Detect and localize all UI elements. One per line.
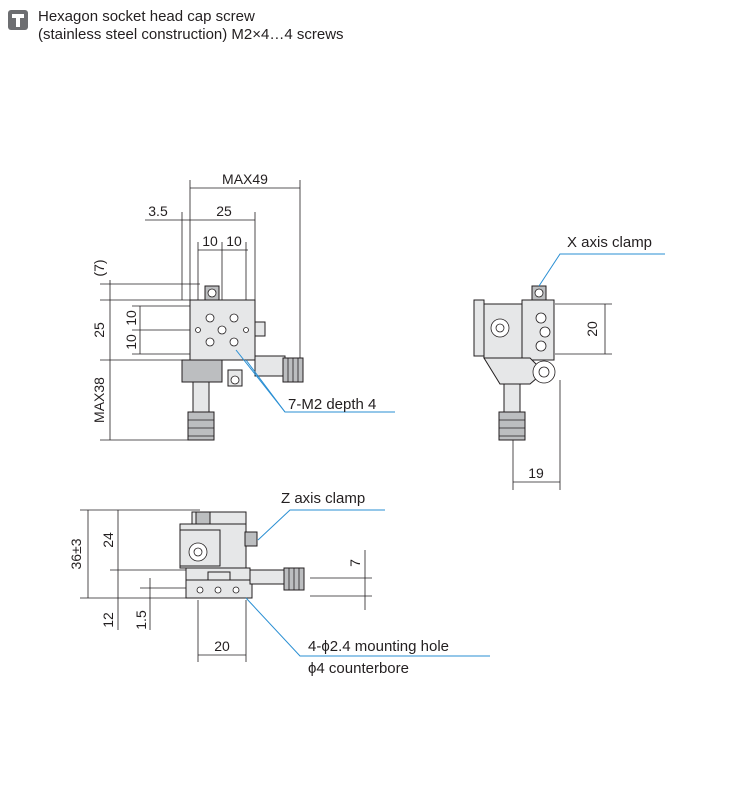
dim-10-vertical-a: 10 (123, 310, 139, 326)
dim-20-front: 20 (214, 638, 230, 654)
dim-24: 24 (100, 532, 116, 548)
dim-1-5: 1.5 (133, 610, 149, 630)
front-view (80, 509, 490, 662)
header-line-2: (stainless steel construction) M2×4…4 sc… (38, 26, 344, 43)
dim-10-a: 10 (202, 233, 218, 249)
dim-25-horizontal: 25 (216, 203, 232, 219)
dim-max38: MAX38 (91, 377, 107, 423)
tapped-holes-label: 7-M2 depth 4 (288, 396, 376, 413)
dim-10-b: 10 (226, 233, 242, 249)
dim-36: 36±3 (68, 538, 84, 569)
counterbore-label: ϕ4 counterbore (308, 660, 409, 677)
dim-25-vertical: 25 (91, 322, 107, 338)
dim-20-side: 20 (584, 321, 600, 337)
screw-icon (8, 10, 28, 30)
z-axis-clamp-label: Z axis clamp (281, 490, 365, 507)
dim-12: 12 (100, 612, 116, 628)
dim-10-vertical-b: 10 (123, 334, 139, 350)
dim-max49: MAX49 (222, 171, 268, 187)
x-axis-clamp-label: X axis clamp (567, 234, 652, 251)
side-view (473, 253, 665, 490)
dim-3-5: 3.5 (148, 203, 168, 219)
dim-7-front: 7 (347, 559, 363, 567)
header-line-1: Hexagon socket head cap screw (38, 8, 255, 25)
header-text: Hexagon socket head cap screw (stainless… (38, 8, 344, 44)
header: Hexagon socket head cap screw (stainless… (8, 8, 344, 44)
dim-7-paren: (7) (91, 259, 107, 276)
dim-19: 19 (528, 465, 544, 481)
mounting-hole-label: 4-ϕ2.4 mounting hole (308, 638, 449, 655)
top-view (100, 180, 395, 441)
